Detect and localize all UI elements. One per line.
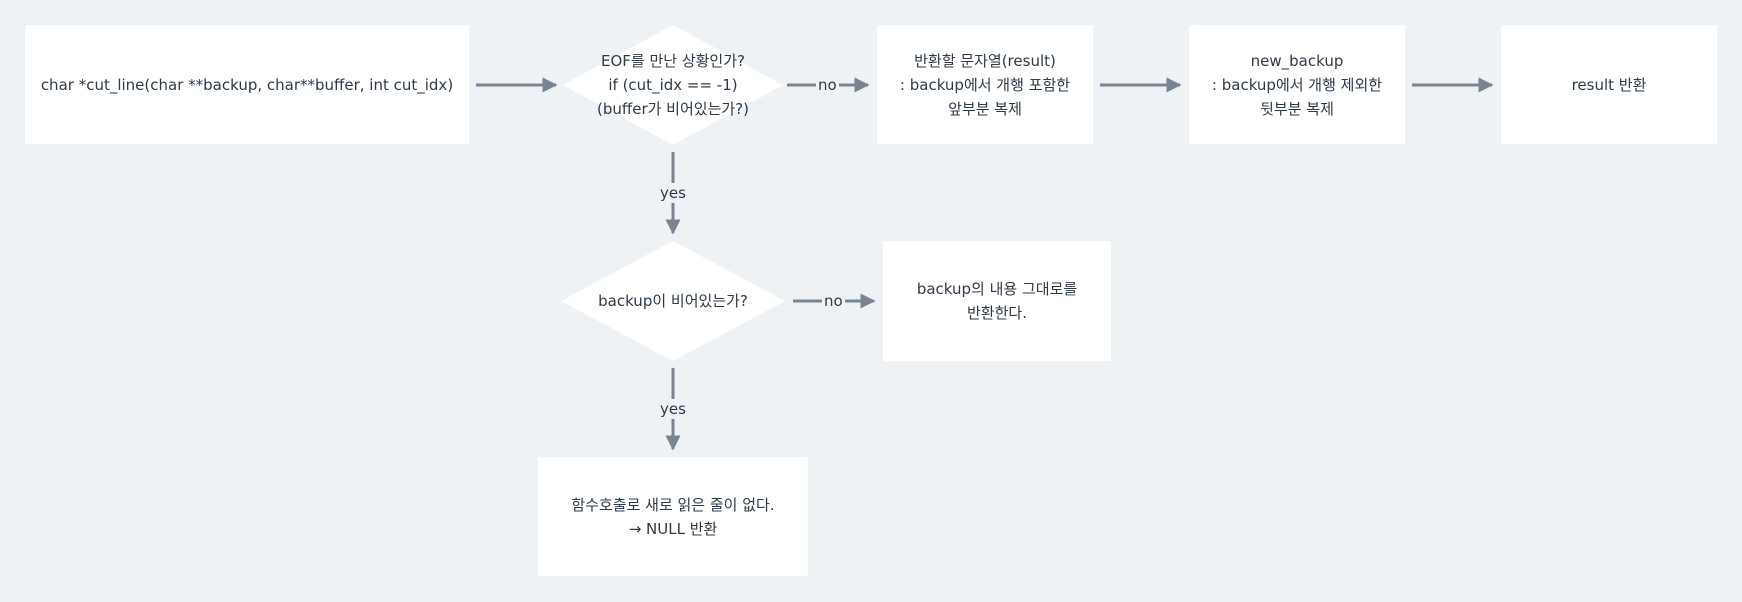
node-copy-result-text: 반환할 문자열(result) : backup에서 개행 포함한 앞부분 복제 [899,51,1071,118]
node-function-signature-text: char *cut_line(char **backup, char**buff… [40,75,454,94]
node-eof-decision: EOF를 만난 상황인가? if (cut_idx == -1) (buffer… [563,25,783,145]
node-return-null-text: 함수호출로 새로 읽은 줄이 없다. → NULL 반환 [571,495,775,538]
node-return-result-text: result 반환 [1571,75,1647,94]
eof-decision-shape [563,25,783,145]
node-new-backup: new_backup : backup에서 개행 제외한 뒷부분 복제 [1189,25,1405,144]
edge-label-eof-no: no [816,75,839,95]
edge-label-backup-yes: yes [658,399,688,419]
node-backup-empty-decision-text: backup이 비어있는가? [598,292,748,310]
node-return-backup: backup의 내용 그대로를 반환한다. [883,241,1111,361]
node-return-result: result 반환 [1501,25,1717,144]
node-function-signature: char *cut_line(char **backup, char**buff… [25,25,469,144]
node-return-backup-text: backup의 내용 그대로를 반환한다. [916,280,1078,322]
node-new-backup-text: new_backup : backup에서 개행 제외한 뒷부분 복제 [1211,51,1383,118]
edge-label-backup-no: no [822,291,845,311]
node-backup-empty-decision: backup이 비어있는가? [561,241,785,361]
node-return-null: 함수호출로 새로 읽은 줄이 없다. → NULL 반환 [538,457,808,576]
node-copy-result: 반환할 문자열(result) : backup에서 개행 포함한 앞부분 복제 [877,25,1093,144]
edge-label-eof-yes: yes [658,183,688,203]
node-eof-decision-text: EOF를 만난 상황인가? if (cut_idx == -1) (buffer… [597,52,749,118]
backup-decision-shape [561,241,785,361]
